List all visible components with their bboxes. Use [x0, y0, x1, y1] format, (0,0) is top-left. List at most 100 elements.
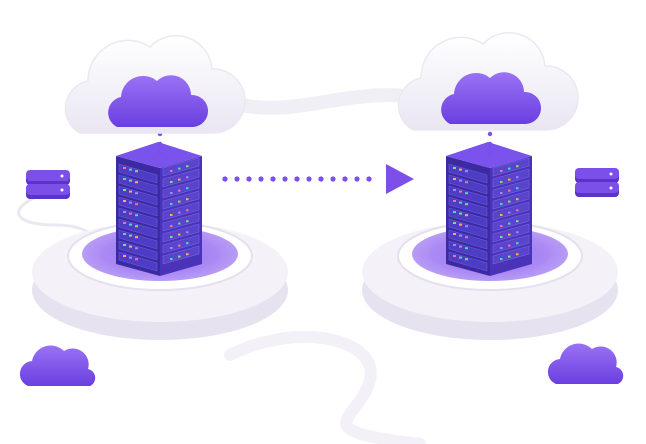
server-unit-front [118, 196, 158, 217]
transfer-dot [282, 176, 288, 182]
server-led [500, 170, 503, 172]
cloud-link-dot [157, 149, 163, 155]
server-unit-front [448, 207, 488, 228]
server-led [516, 165, 519, 168]
server-led [123, 178, 126, 180]
server-led [516, 253, 519, 256]
server-led [459, 201, 462, 204]
mini-server-led [609, 186, 613, 190]
server-led [508, 255, 511, 258]
server-led [453, 178, 456, 180]
server-led [123, 244, 126, 246]
server-led [186, 176, 189, 179]
server-led [465, 170, 468, 173]
server-led [459, 168, 462, 171]
server-led [170, 258, 173, 260]
mini-server-led [60, 188, 64, 192]
server-led [135, 225, 138, 228]
server-led [135, 181, 138, 184]
server-led [453, 233, 456, 235]
server-led [170, 247, 173, 249]
server-led [500, 247, 503, 249]
server-led [186, 242, 189, 245]
mini-server-led [60, 174, 64, 178]
server-led [465, 236, 468, 239]
server-led [123, 211, 126, 213]
transfer-dot [342, 176, 348, 182]
server-led [129, 223, 132, 226]
server-unit-front [448, 196, 488, 217]
server-led [129, 201, 132, 204]
server-led [170, 203, 173, 205]
server-led [516, 176, 519, 179]
server-led [186, 220, 189, 223]
background-swoosh [224, 331, 426, 444]
server-led [508, 200, 511, 203]
server-led [178, 222, 181, 225]
server-led [135, 170, 138, 173]
server-led [186, 209, 189, 212]
server-led [178, 211, 181, 214]
arrow-head-icon [386, 164, 414, 194]
server-led [453, 200, 456, 202]
server-led [459, 245, 462, 248]
server-led [516, 242, 519, 245]
server-led [453, 255, 456, 257]
server-led [459, 234, 462, 237]
mini-server-unit-top [575, 168, 619, 179]
server-unit-front [118, 163, 158, 184]
server-led [186, 231, 189, 234]
server-led [178, 178, 181, 181]
server-led [500, 225, 503, 227]
server-led [129, 256, 132, 259]
mini-server-stack-left [26, 170, 70, 199]
server-unit-front [448, 174, 488, 195]
server-led [508, 244, 511, 247]
transfer-dot [306, 176, 312, 182]
server-unit-front [118, 218, 158, 239]
server-led [129, 179, 132, 182]
server-led [508, 167, 511, 170]
server-unit-front [118, 207, 158, 228]
transfer-dot [318, 176, 324, 182]
server-led [459, 179, 462, 182]
server-led [500, 192, 503, 194]
server-led [170, 181, 173, 183]
server-led [459, 223, 462, 226]
transfer-dot [222, 176, 228, 182]
cloud-source [64, 35, 246, 134]
small-cloud-icon-left [19, 345, 96, 386]
server-led [500, 181, 503, 183]
server-unit-front [448, 185, 488, 206]
server-unit-front [118, 174, 158, 195]
mini-server-unit-top [26, 184, 70, 195]
server-led [459, 190, 462, 193]
server-led [459, 212, 462, 215]
server-led [178, 189, 181, 192]
server-led [170, 192, 173, 194]
server-led [135, 258, 138, 261]
server-led [178, 167, 181, 170]
server-unit-front [118, 229, 158, 250]
server-led [123, 167, 126, 169]
transfer-dot [234, 176, 240, 182]
server-led [453, 222, 456, 224]
server-led [129, 245, 132, 248]
server-rack-source [116, 131, 202, 276]
server-led [178, 200, 181, 203]
transfer-dot [354, 176, 360, 182]
transfer-dot [330, 176, 336, 182]
server-led [459, 256, 462, 259]
server-led [129, 168, 132, 171]
server-led [516, 209, 519, 212]
small-cloud-icon-right [547, 343, 624, 384]
server-unit-front [118, 251, 158, 272]
purple-cloud-icon [108, 75, 209, 127]
server-led [453, 244, 456, 246]
server-unit-front [448, 218, 488, 239]
server-led [170, 170, 173, 172]
cloud-link-dot [487, 149, 493, 155]
server-led [465, 192, 468, 195]
server-led [465, 214, 468, 217]
